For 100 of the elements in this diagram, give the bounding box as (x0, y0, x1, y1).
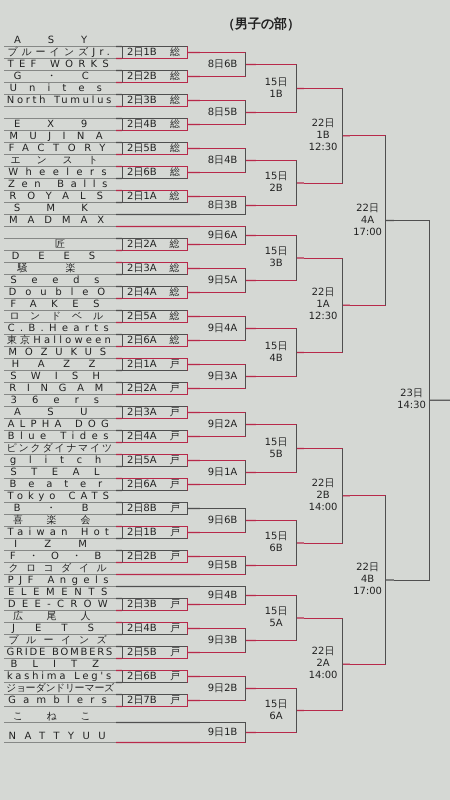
bracket-junction (200, 676, 246, 701)
bracket-line (116, 562, 122, 564)
bracket-line (188, 460, 200, 462)
bracket-line (116, 130, 122, 132)
bracket-line (188, 412, 200, 414)
bracket-line (188, 388, 200, 390)
title: （男子の部） (222, 17, 300, 33)
bracket-line (116, 238, 122, 240)
team-name: DEE-CROW (4, 599, 116, 611)
team-name: ASU (4, 407, 116, 419)
bracket-line (116, 610, 122, 612)
match-label: 23日 14:30 (397, 388, 426, 412)
team-name: Seeds (4, 275, 116, 287)
bracket-line (246, 640, 256, 642)
team-name: PJF Angels (4, 575, 116, 587)
bracket-line (343, 664, 350, 665)
team-name: HAZZ (4, 359, 116, 371)
bracket-junction (200, 364, 246, 389)
bracket-line (188, 700, 200, 702)
match-label: 15日 6A (264, 698, 288, 722)
match-label: 15日 1B (264, 76, 288, 100)
bracket-line (116, 322, 122, 324)
bracket-line (188, 340, 200, 342)
match-label: 9日4B (208, 590, 238, 602)
team-name: STEAL (4, 467, 116, 479)
match-label: 9日2A (208, 418, 238, 430)
team-name: ロンドベル (4, 311, 116, 323)
team-name: BLITZ (4, 659, 116, 671)
bracket-line (116, 298, 122, 300)
match-box: 2日5B 総 (122, 142, 188, 155)
bracket-line (188, 484, 200, 486)
bracket-line (246, 688, 256, 690)
bracket-line (116, 682, 122, 684)
bracket-line (116, 370, 122, 372)
match-box: 2日1B 戸 (122, 526, 188, 539)
team-name: 騒楽 (4, 263, 116, 275)
team-name: MADMAX (4, 215, 116, 227)
bracket-line (116, 478, 122, 480)
match-label: 9日1B (208, 726, 238, 738)
team-name: クロコダイル (4, 563, 116, 575)
team-name: G・C (4, 71, 116, 83)
bracket-line (297, 88, 304, 90)
bracket-junction (200, 586, 246, 605)
match-box: 2日6A 戸 (122, 478, 188, 491)
bracket-line (246, 376, 256, 378)
bracket-line (343, 135, 350, 136)
team-name: 匠 (4, 239, 116, 251)
bracket-line (116, 706, 122, 708)
team-name: ブルーインズ (4, 635, 116, 647)
match-box: 2日6A 総 (122, 334, 188, 347)
bracket-junction (200, 226, 246, 245)
team-name: RINGAM (4, 383, 116, 395)
bracket-junction (256, 235, 297, 281)
bracket-line (116, 646, 122, 648)
bracket-line (116, 58, 122, 60)
bracket-line (246, 280, 256, 282)
team-name: ブルーインズJr. (4, 47, 116, 59)
bracket-junction (256, 688, 297, 733)
match-label: 9日3B (208, 634, 238, 646)
match-label: 22日 2A 14:00 (308, 646, 338, 682)
bracket-line (246, 204, 256, 206)
team-name: B・B (4, 503, 116, 515)
match-label: 15日 2B (264, 171, 288, 195)
bracket-junction (256, 64, 297, 113)
team-name: IZM (4, 539, 116, 551)
bracket-line (116, 262, 122, 264)
bracket-junction (200, 412, 246, 437)
team-name: DEES (4, 251, 116, 263)
match-label: 15日 4B (264, 340, 288, 364)
bracket-line (116, 574, 200, 576)
bracket-junction (200, 100, 246, 125)
team-name: C.B.Hearts (4, 323, 116, 335)
bracket-line (116, 274, 122, 276)
team-name: Wheelers (4, 167, 116, 179)
match-label: 22日 4B 17:00 (353, 562, 382, 598)
bracket-line (297, 542, 304, 544)
bracket-line (297, 617, 304, 619)
match-box: 2日2A 総 (122, 238, 188, 251)
bracket-line (246, 328, 256, 330)
bracket-line (116, 202, 122, 204)
match-box: 2日4B 戸 (122, 622, 188, 635)
bracket-line (116, 94, 122, 96)
bracket-line (116, 394, 122, 396)
team-name: Taiwan Hot (4, 527, 116, 539)
bracket-line (116, 226, 200, 228)
bracket-junction (304, 88, 343, 184)
team-name: エンスト (4, 155, 116, 167)
match-box: 2日6B 戸 (122, 670, 188, 683)
bracket-line (246, 64, 256, 66)
bracket-line (116, 46, 122, 48)
bracket-line (297, 710, 304, 712)
match-box: 2日5A 戸 (122, 454, 188, 467)
team-name: GRIDE BOMBERS (4, 647, 116, 659)
bracket-line (116, 722, 200, 724)
bracket-line (116, 82, 122, 84)
match-box: 2日2A 戸 (122, 382, 188, 395)
team-name: ROYALS (4, 191, 116, 203)
team-name: Unites (4, 83, 116, 95)
team-name: Zen Balls (4, 179, 116, 191)
match-box: 2日4A 総 (122, 286, 188, 299)
